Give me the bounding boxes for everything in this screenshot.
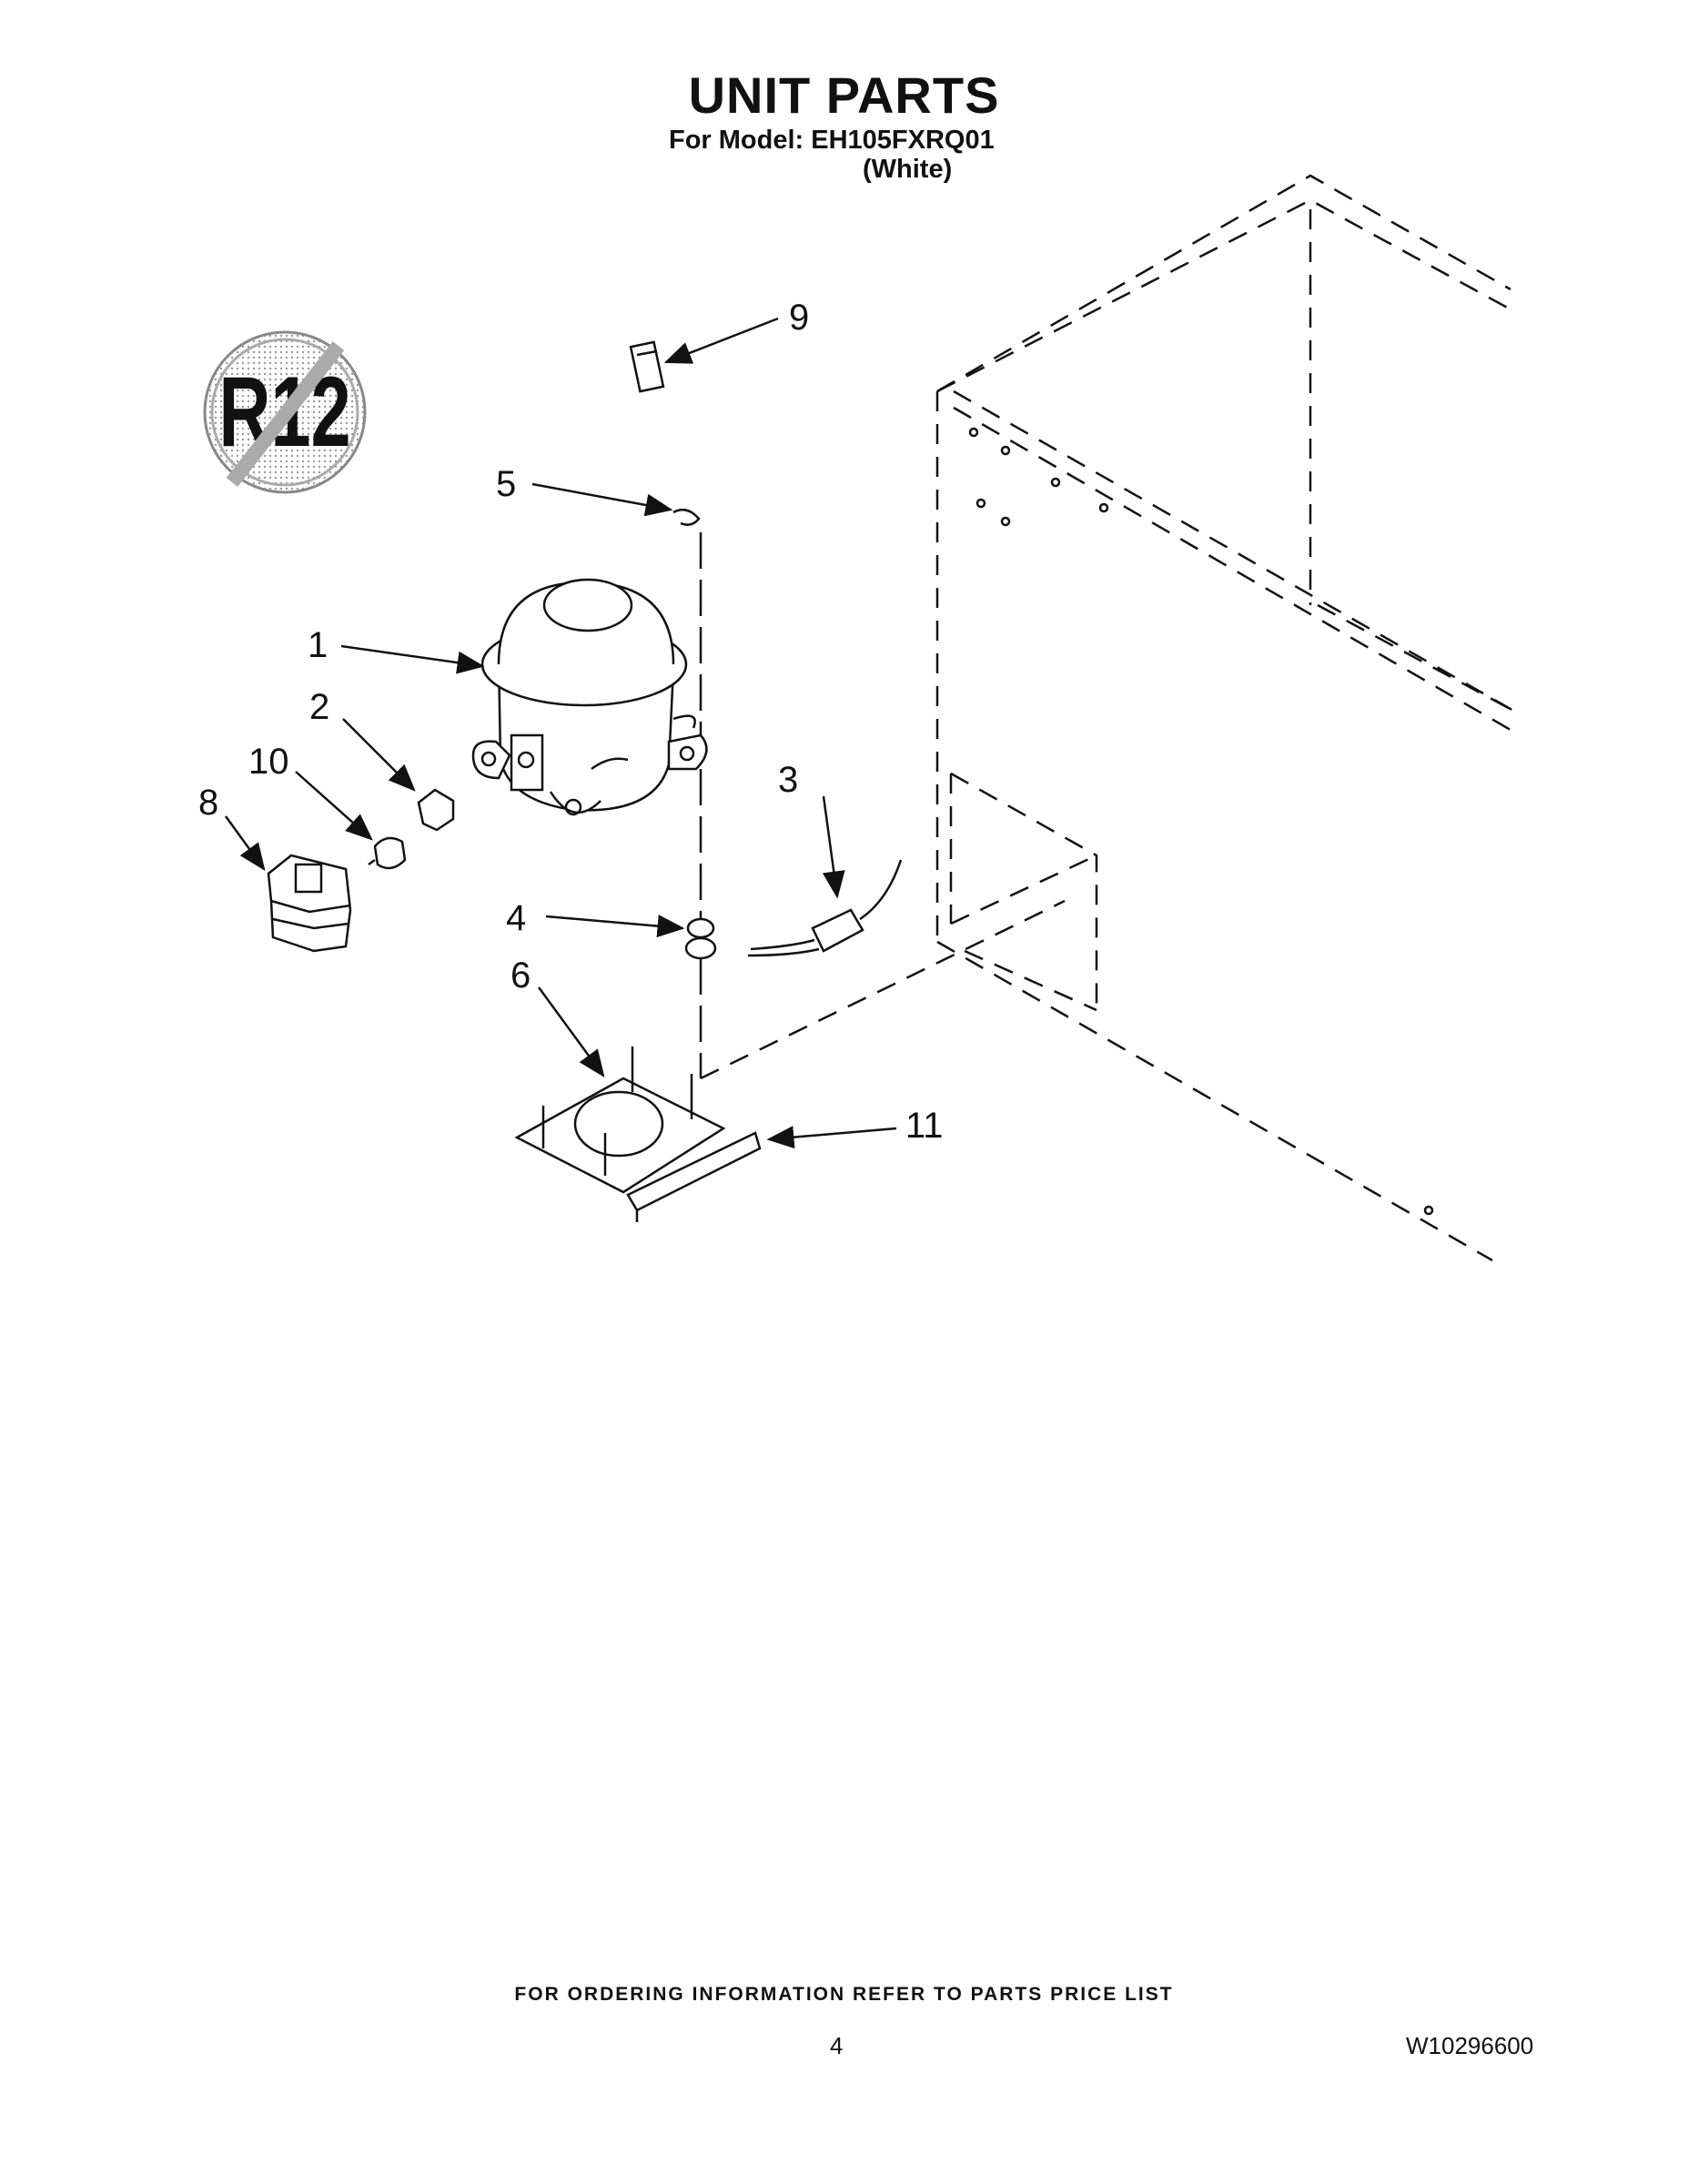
callout-4: 4 — [506, 898, 526, 938]
callout-2: 2 — [309, 687, 329, 727]
callout-5: 5 — [496, 464, 516, 504]
callout-10: 10 — [248, 742, 289, 782]
ordering-note: FOR ORDERING INFORMATION REFER TO PARTS … — [514, 1984, 1174, 2005]
part-11 — [626, 1131, 762, 1222]
callout-labels: 1 2 3 4 5 6 8 9 10 11 — [198, 298, 944, 1146]
callout-8: 8 — [198, 783, 218, 823]
part-10 — [368, 836, 407, 870]
page-title: UNIT PARTS — [688, 66, 1000, 124]
page-number: 4 — [830, 2032, 844, 2059]
part-5 — [672, 508, 701, 526]
leader-lines — [224, 317, 897, 1149]
color-line: (White) — [863, 155, 953, 184]
part-4 — [684, 917, 717, 960]
part-8 — [267, 854, 352, 953]
no-r12-badge: R12 — [203, 330, 367, 494]
callout-3: 3 — [778, 760, 798, 800]
callout-6: 6 — [510, 956, 531, 996]
part-3 — [747, 859, 903, 957]
callout-1: 1 — [308, 625, 328, 665]
callout-9: 9 — [789, 298, 809, 338]
callout-11: 11 — [905, 1106, 944, 1146]
model-line: For Model: EH105FXRQ01 — [669, 126, 995, 155]
part-6 — [514, 1046, 726, 1194]
part-9 — [629, 340, 665, 393]
part-2 — [417, 788, 455, 832]
cabinet-outline — [700, 174, 1516, 1262]
part-1-compressor — [471, 578, 708, 816]
document-number: W10296600 — [1406, 2032, 1534, 2059]
